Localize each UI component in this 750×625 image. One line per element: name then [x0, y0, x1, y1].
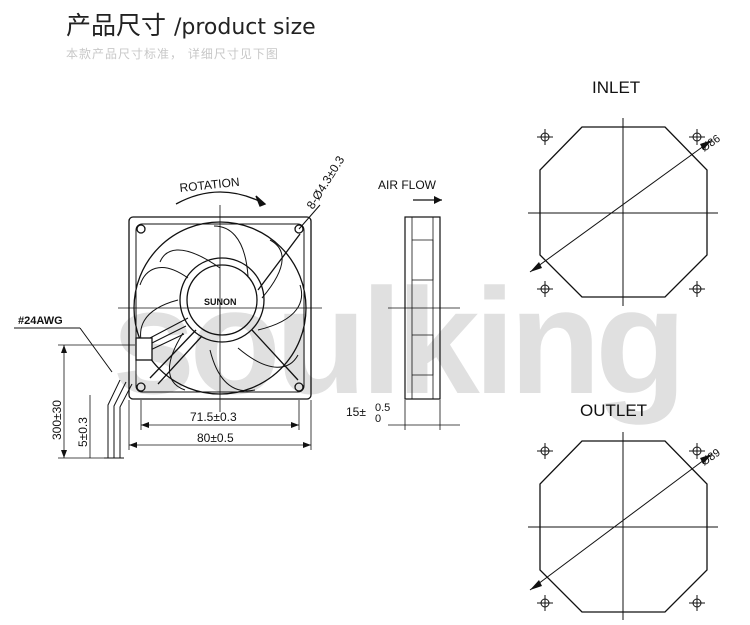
wire-label-leader [79, 327, 113, 373]
hole-callout-line [298, 204, 321, 230]
front-dim-arrows [61, 345, 311, 458]
outlet-diameter-line [529, 453, 713, 591]
fan-strut-1 [149, 329, 197, 379]
outlet-outline [539, 440, 708, 613]
thickness-upper-tol: 0.5 [375, 402, 390, 414]
outlet-view [528, 432, 718, 620]
inlet-view [528, 118, 718, 306]
hole-dim-label: 8-Ø4.3±0.3 [304, 153, 348, 212]
rotation-arrow [175, 191, 266, 205]
outlet-arrow-b [700, 454, 712, 464]
outlet-mount-marks [537, 443, 705, 611]
rotation-arrowhead [255, 195, 267, 207]
inlet-diameter-line [529, 139, 713, 273]
dim-strip-label: 5±0.3 [76, 417, 90, 447]
rotation-label: ROTATION [179, 175, 240, 195]
inlet-arrow-b [700, 140, 712, 150]
page-subtitle: 本款产品尺寸标准， 详细尺寸见下图 [66, 47, 279, 61]
fan-hub [186, 264, 258, 336]
mount-hole-tl [136, 224, 146, 234]
mount-hole-br [294, 382, 304, 392]
inlet-outline [539, 126, 708, 298]
fan-blades [139, 225, 303, 392]
page-title: 产品尺寸 /product size [66, 6, 316, 42]
inlet-mount-marks [537, 129, 705, 297]
wire-connector [135, 337, 153, 361]
watermark: soulking [112, 257, 681, 425]
wire-gauge-label: #24AWG [18, 315, 63, 327]
thickness-label: 15± [346, 405, 366, 419]
hub-label: SUNON [204, 297, 237, 307]
inlet-diameter-label: Ø86 [699, 133, 723, 155]
wire-leads [107, 379, 133, 458]
dim-lead-label: 300±30 [50, 400, 64, 440]
airflow-arrowhead [434, 196, 442, 204]
mount-hole-tr [294, 224, 304, 234]
mount-hole-bl [136, 382, 146, 392]
inlet-arrow-a [530, 262, 542, 272]
dim-outer-label: 80±0.5 [197, 431, 234, 445]
dim-inner-label: 71.5±0.3 [190, 410, 237, 424]
thickness-lower-tol: 0 [375, 413, 381, 425]
front-view [14, 191, 322, 459]
title-cn: 产品尺寸 [66, 11, 167, 40]
side-view [388, 199, 460, 430]
fan-strut-2 [157, 335, 203, 385]
fan-strut-4 [251, 329, 299, 381]
outlet-label: OUTLET [580, 401, 647, 420]
inlet-label: INLET [592, 78, 640, 97]
outlet-diameter-label: Ø89 [699, 447, 723, 469]
outlet-arrow-a [530, 580, 542, 590]
fan-strut-3 [257, 233, 301, 291]
airflow-label: AIR FLOW [378, 178, 437, 192]
fan-hub-ring [179, 257, 265, 343]
title-en: /product size [173, 15, 316, 40]
